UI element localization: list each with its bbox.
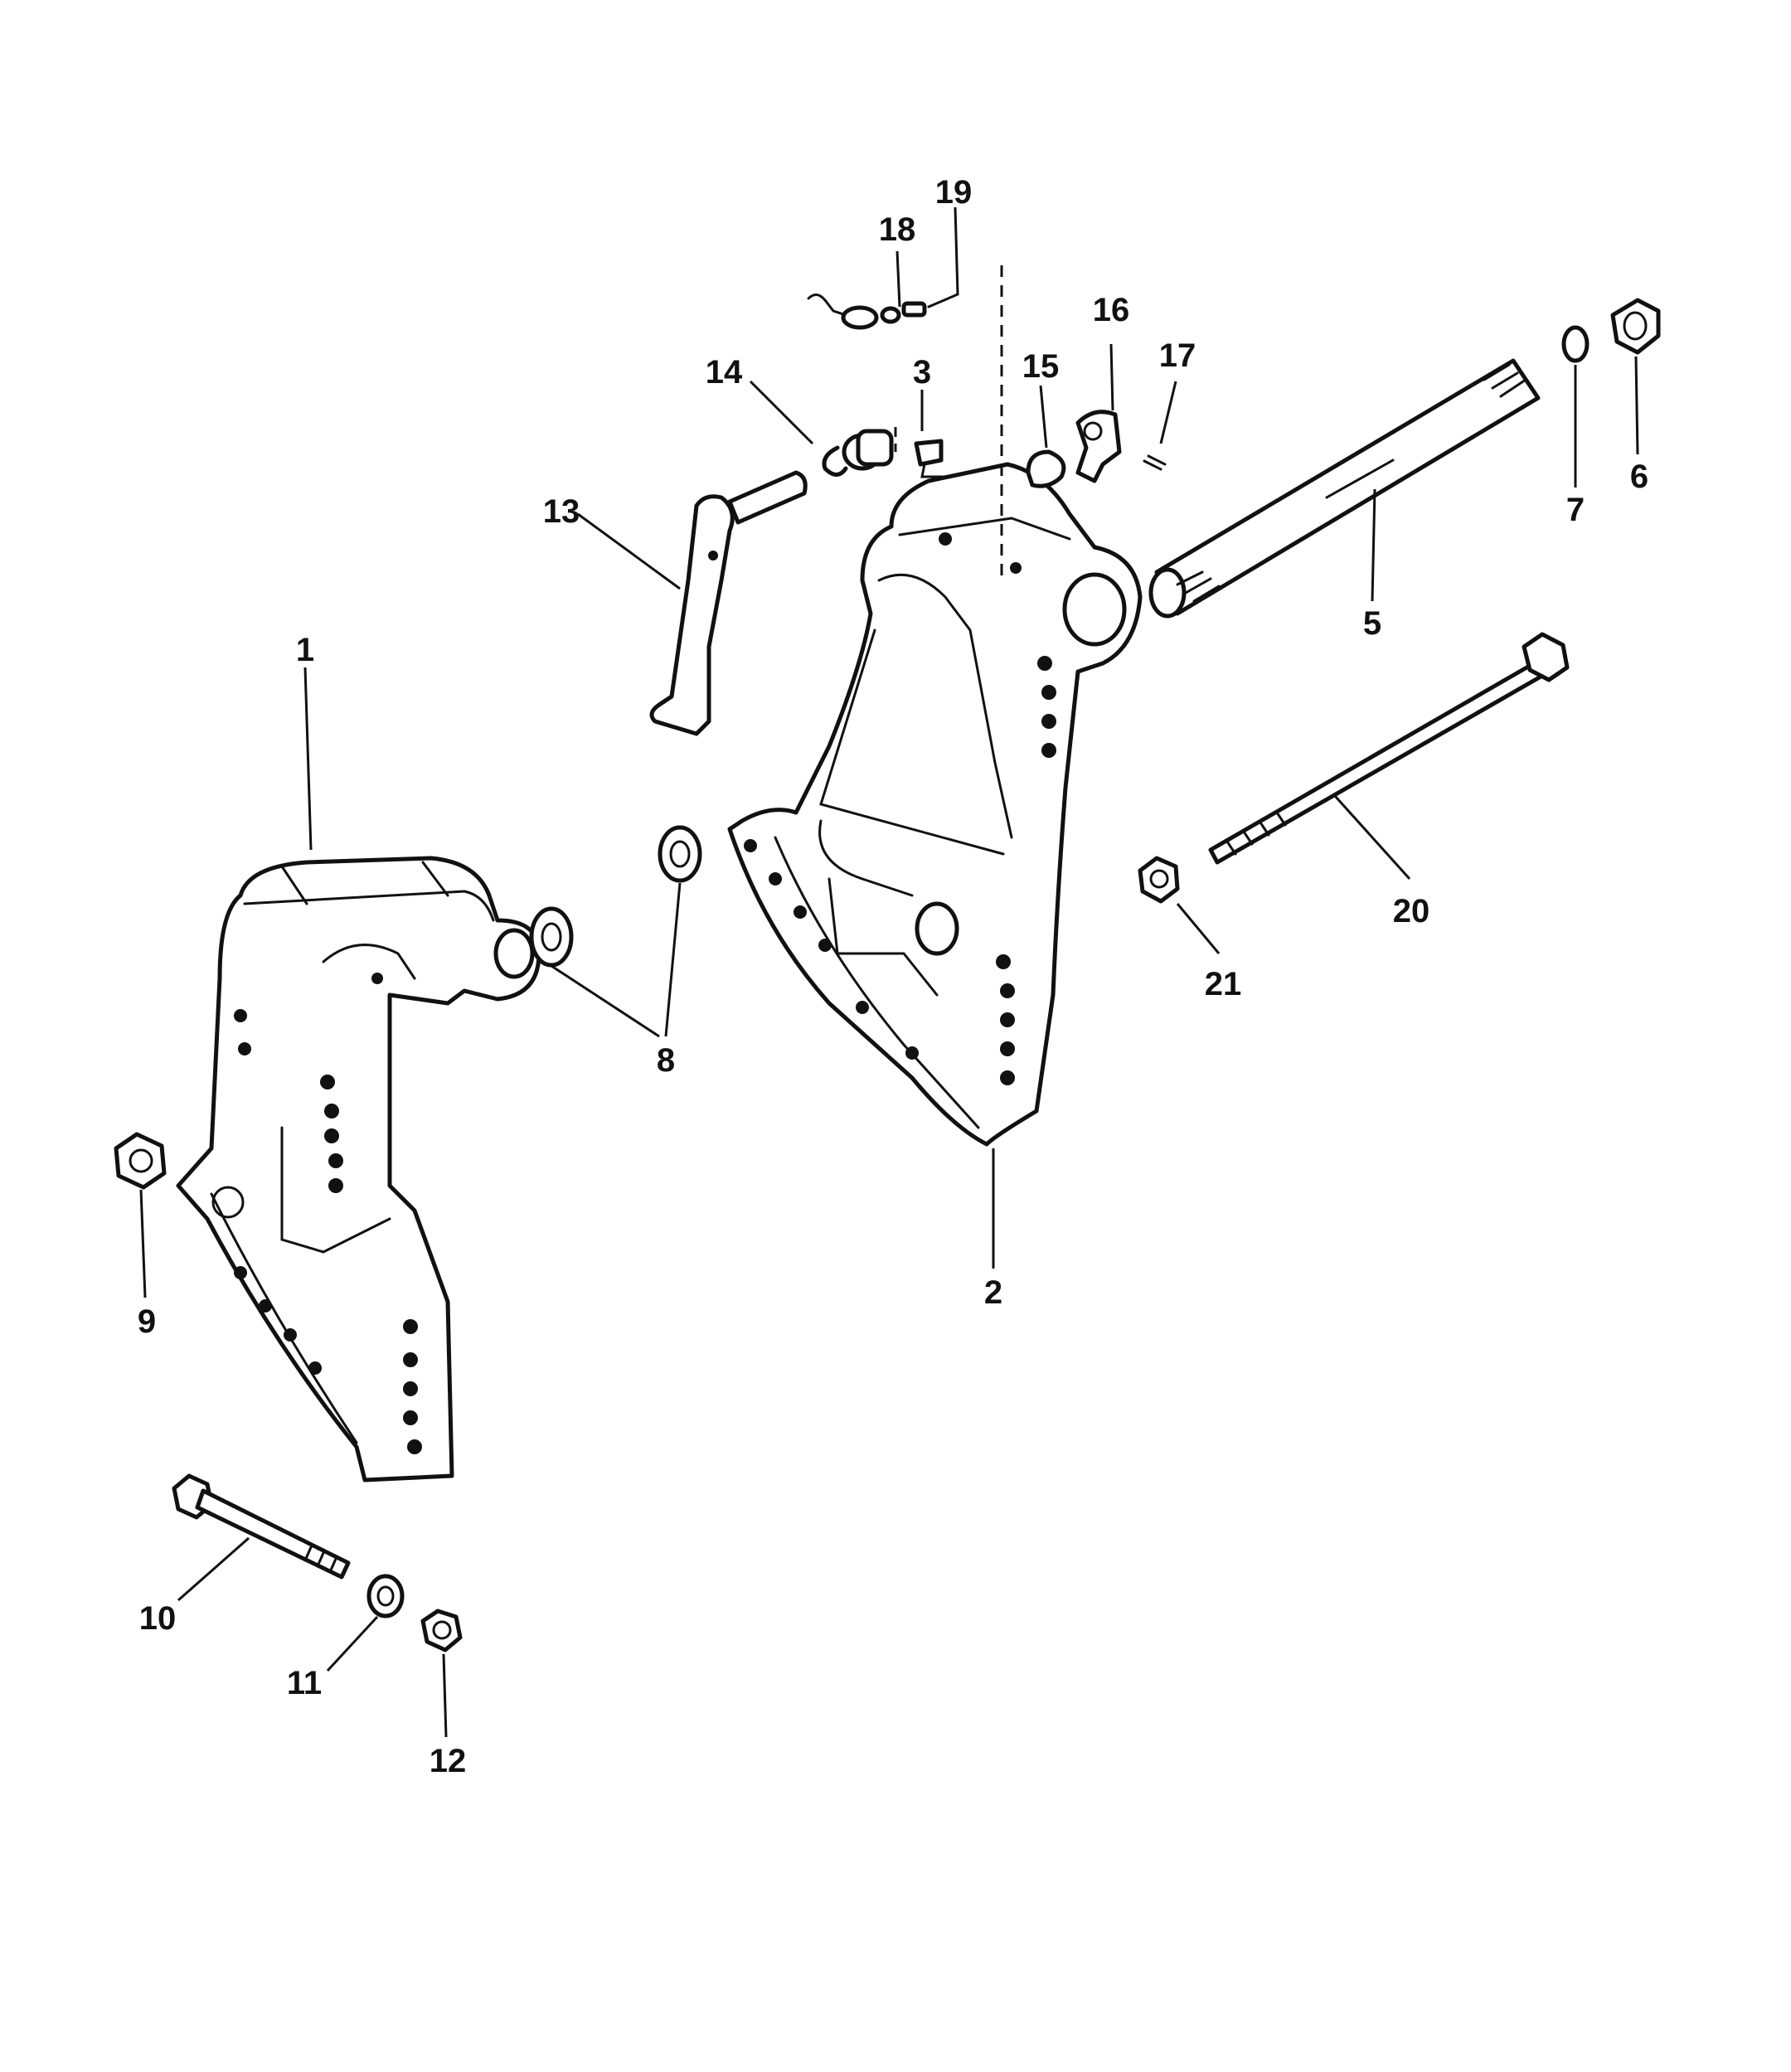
tilt-tube xyxy=(1148,358,1541,619)
callout-13: 13 xyxy=(543,493,580,530)
callout-8: 8 xyxy=(657,1042,675,1079)
washers-8 xyxy=(529,825,702,968)
callout-18: 18 xyxy=(879,211,916,248)
tilt-lock-lever xyxy=(649,470,808,736)
left-clamp-bracket xyxy=(176,856,541,1482)
callout-20: 20 xyxy=(1393,893,1430,929)
callout-12: 12 xyxy=(430,1743,467,1779)
right-clamp-bracket xyxy=(727,462,1143,1147)
bolt-10 xyxy=(172,1473,351,1579)
washer-7 xyxy=(1561,325,1590,363)
washer-11 xyxy=(366,1574,405,1618)
callout-5: 5 xyxy=(1363,605,1381,642)
callout-14: 14 xyxy=(706,354,743,391)
callout-1: 1 xyxy=(296,632,314,668)
long-bolt-20 xyxy=(1208,632,1570,865)
callout-21: 21 xyxy=(1205,966,1242,1002)
callout-16: 16 xyxy=(1093,292,1130,328)
callout-17: 17 xyxy=(1159,337,1196,374)
callout-9: 9 xyxy=(138,1303,156,1340)
callout-10: 10 xyxy=(139,1600,177,1637)
callout-15: 15 xyxy=(1022,348,1060,385)
callout-19: 19 xyxy=(935,174,973,211)
callout-7: 7 xyxy=(1566,492,1585,528)
callout-6: 6 xyxy=(1630,459,1648,495)
callout-11: 11 xyxy=(287,1665,322,1701)
leader-lines xyxy=(139,206,1639,1738)
nut-9 xyxy=(114,1132,167,1190)
callout-3: 3 xyxy=(913,354,931,391)
callout-2: 2 xyxy=(984,1274,1002,1311)
nut-21 xyxy=(1138,856,1180,904)
nut-12 xyxy=(420,1609,463,1652)
tube-nut-6 xyxy=(1610,298,1661,355)
lock-pin-hardware xyxy=(807,265,1167,580)
